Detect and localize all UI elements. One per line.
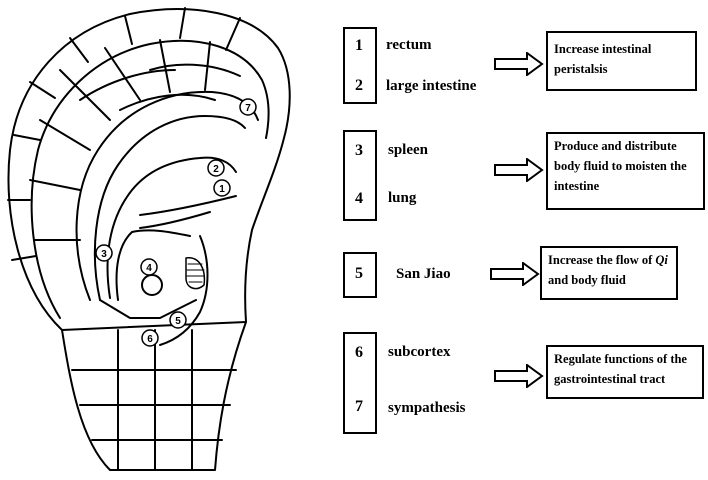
helix-inner-line [30, 39, 270, 319]
ear-diagram: 7 2 1 3 4 5 6 [7, 7, 291, 471]
fossa-seg-10 [79, 69, 176, 101]
helix-seg-2 [29, 81, 56, 99]
fossa-seg-9 [119, 93, 216, 111]
helix-crus-2 [139, 211, 211, 229]
ear-point-3: 3 [95, 244, 113, 262]
group-2-effect-line-3: intestine [554, 179, 600, 193]
ear-outline [7, 8, 291, 331]
group-1-effect-line-1: Increase intestinal [554, 42, 652, 56]
group-2-effect-box: Produce and distribute body fluid to moi… [546, 132, 705, 210]
group-3-effect-box: Increase the flow of Qi and body fluid [540, 246, 678, 300]
group-4-arrow-icon [494, 364, 544, 388]
svg-text:1: 1 [219, 184, 225, 195]
group-2-number-box [343, 130, 377, 221]
helix-seg-3 [69, 37, 89, 63]
group-2-item-1-number: 3 [355, 142, 363, 159]
antihelix-line [75, 90, 259, 301]
group-2-effect-line-2: body fluid to moisten the [554, 159, 687, 173]
group-4-item-2-name: sympathesis [388, 400, 466, 416]
group-2-effect-line-1: Produce and distribute [554, 139, 677, 153]
fossa-seg-8 [149, 63, 241, 77]
group-1-item-1-name: rectum [386, 37, 432, 53]
helix-seg-5 [179, 7, 186, 39]
group-3-number-box [343, 252, 377, 298]
concha-small-circle [141, 274, 163, 296]
helix-seg-8 [11, 255, 37, 261]
group-1-number-box [343, 27, 377, 104]
group-4-effect-box: Regulate functions of the gastrointestin… [546, 345, 704, 399]
group-4-effect-line-1: Regulate functions of the [554, 352, 687, 366]
helix-seg-4 [124, 15, 133, 45]
svg-text:3: 3 [101, 249, 107, 260]
ear-point-7: 7 [239, 98, 257, 116]
group-3-effect-line-2: and body fluid [548, 273, 626, 287]
group-1-effect-line-2: peristalsis [554, 62, 608, 76]
antitragus-line [99, 299, 197, 319]
group-2-item-2-number: 4 [355, 190, 363, 207]
svg-text:4: 4 [146, 263, 152, 274]
cavum-line [115, 229, 191, 301]
ear-point-5: 5 [169, 311, 187, 329]
helix-crus [139, 195, 237, 216]
ear-point-4: 4 [140, 258, 158, 276]
concha-line [106, 156, 237, 299]
svg-text:7: 7 [245, 103, 251, 114]
ear-point-2: 2 [207, 159, 225, 177]
antihelix-inner-line [93, 115, 246, 301]
ear-point-1: 1 [213, 179, 231, 197]
svg-text:5: 5 [175, 316, 181, 327]
svg-text:6: 6 [147, 334, 153, 345]
fossa-seg-2 [29, 179, 81, 191]
group-4-item-1-number: 6 [355, 344, 363, 361]
fossa-seg-4 [59, 69, 111, 121]
group-1-item-2-number: 2 [355, 77, 363, 94]
helix-seg-1 [13, 134, 41, 141]
group-1-item-2-name: large intestine [386, 78, 477, 94]
hatched-patch [185, 257, 206, 290]
group-4-item-1-name: subcortex [388, 344, 451, 360]
fossa-seg-5 [104, 47, 141, 101]
group-3-effect-line-1: Increase the flow of Qi [548, 253, 668, 267]
group-2-item-2-name: lung [388, 190, 417, 206]
group-1-effect-box: Increase intestinal peristalsis [546, 31, 697, 91]
group-3-item-1-number: 5 [355, 265, 363, 282]
group-4-item-2-number: 7 [355, 398, 363, 415]
group-2-item-1-name: spleen [388, 142, 429, 158]
group-4-number-box [343, 332, 377, 434]
group-1-item-1-number: 1 [355, 37, 363, 54]
fossa-seg-1 [39, 119, 91, 151]
ear-point-6: 6 [141, 329, 159, 347]
tragus-line [159, 235, 209, 346]
svg-text:2: 2 [213, 164, 219, 175]
helix-seg-6 [225, 17, 241, 51]
group-2-arrow-icon [494, 158, 544, 182]
group-3-item-1-name: San Jiao [396, 266, 451, 282]
group-3-arrow-icon [490, 262, 540, 286]
lobe-outline [61, 321, 247, 471]
group-1-arrow-icon [494, 52, 544, 76]
group-4-effect-line-2: gastrointestinal tract [554, 372, 666, 386]
